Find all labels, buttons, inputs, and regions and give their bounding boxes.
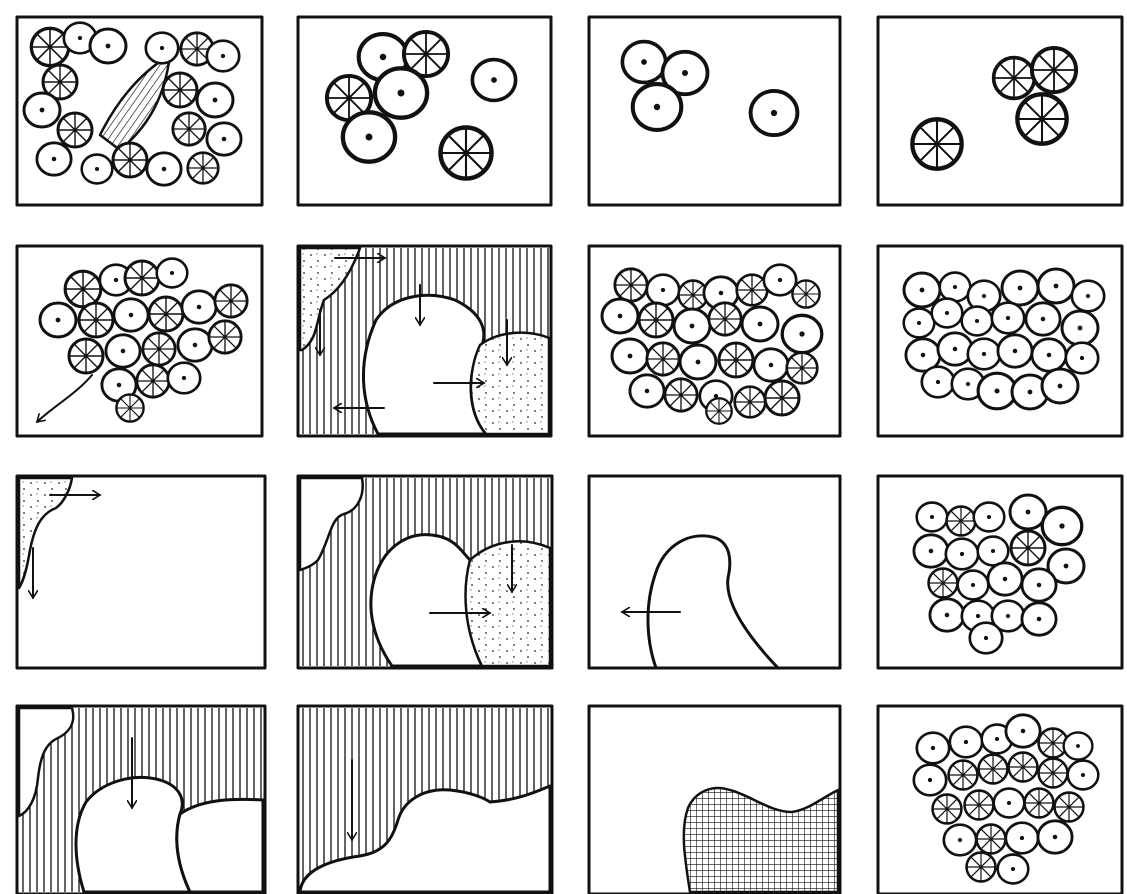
- panel-r2-c2: [298, 246, 551, 436]
- panel-r4-c1: [17, 706, 265, 894]
- panel-r2-c4: [878, 246, 1122, 436]
- panel-r3-c4: [878, 476, 1122, 668]
- panel-r2-c1: [17, 246, 262, 436]
- panel-r3-c3: [589, 476, 840, 668]
- panel-r1-c4: [878, 17, 1122, 205]
- panel-r3-c1: [17, 476, 265, 668]
- panel-r4-c4: [878, 706, 1122, 894]
- panel-r4-c2: [298, 706, 552, 894]
- panel-r3-c2: [298, 476, 552, 668]
- panel-r4-c3: [589, 706, 840, 894]
- panel-r2-c3: [589, 246, 840, 436]
- panel-r1-c1: [17, 17, 262, 205]
- panel-r1-c2: [298, 17, 551, 205]
- panel-r1-c3: [589, 17, 840, 205]
